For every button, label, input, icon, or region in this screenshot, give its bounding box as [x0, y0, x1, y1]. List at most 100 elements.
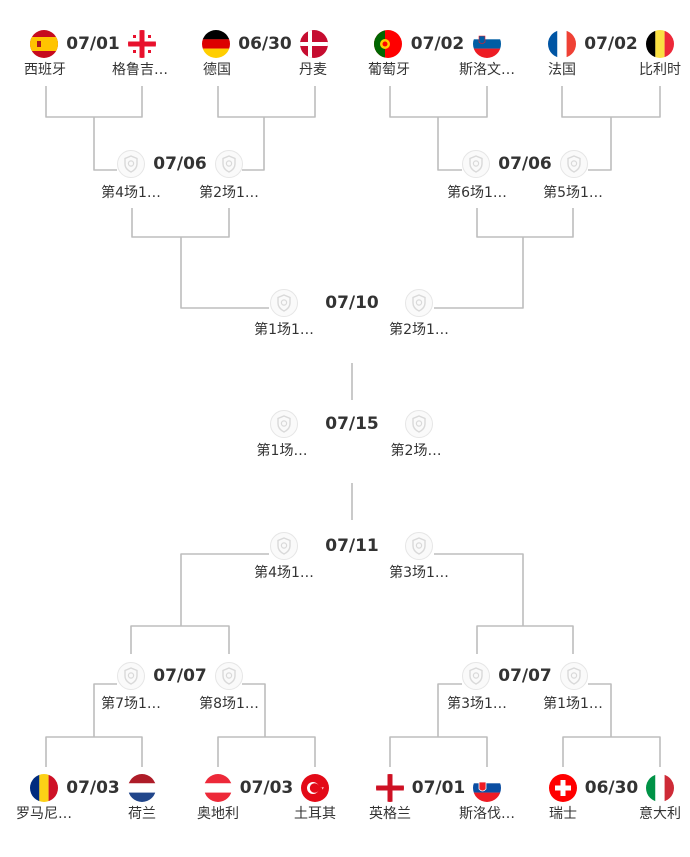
slovakia-flag-icon [473, 774, 501, 802]
team-name: 法国 [548, 62, 576, 78]
team-name: 荷兰 [128, 806, 156, 822]
team-name: 第2场1… [389, 322, 449, 338]
portugal-flag-icon [374, 30, 402, 58]
team-name: 第2场… [390, 443, 442, 459]
germany-flag-icon [202, 30, 230, 58]
match-date: 07/03 [239, 778, 294, 798]
match-date: 07/02 [410, 34, 465, 54]
match-date: 07/07 [153, 666, 207, 686]
team-name: 斯洛文… [459, 62, 515, 78]
shield-crest-icon [215, 150, 243, 178]
bracket-connector-line [588, 683, 612, 737]
bracket-connector-line [476, 625, 574, 654]
match-date: 07/02 [584, 34, 638, 54]
team-name: 第7场1… [101, 696, 161, 712]
team-name: 丹麦 [299, 62, 327, 78]
match-date: 07/06 [498, 154, 552, 174]
england-flag-icon [376, 774, 404, 802]
team-name: 第6场1… [447, 185, 507, 201]
team-name: 第1场… [256, 443, 308, 459]
shield-crest-icon [462, 150, 490, 178]
shield-crest-icon [405, 289, 433, 317]
france-flag-icon [548, 30, 576, 58]
bracket-connector-line [131, 208, 230, 238]
slovenia-flag-icon [473, 30, 501, 58]
match-date: 06/30 [584, 778, 639, 798]
shield-crest-icon [462, 662, 490, 690]
bracket-connector-line [93, 117, 117, 171]
team-name: 第5场1… [543, 185, 603, 201]
spain-flag-icon [30, 30, 58, 58]
match-date: 07/01 [411, 778, 466, 798]
match-date: 07/07 [498, 666, 552, 686]
bracket-connector-line [130, 625, 230, 654]
austria-flag-icon [204, 774, 232, 802]
bracket-connector-line [180, 237, 269, 309]
team-name: 英格兰 [369, 806, 411, 822]
match-date: 06/30 [238, 34, 292, 54]
bracket-connector-line [562, 736, 661, 767]
match-date: 07/03 [66, 778, 120, 798]
match-date: 07/15 [325, 414, 379, 434]
team-name: 第4场1… [101, 185, 161, 201]
team-name: 葡萄牙 [368, 62, 410, 78]
team-name: 第1场1… [254, 322, 314, 338]
bracket-connector-line [93, 683, 117, 737]
match-date: 07/11 [325, 536, 379, 556]
bracket-connector-line [217, 736, 316, 767]
georgia-flag-icon [128, 30, 156, 58]
bracket-connector-line [45, 86, 143, 118]
team-name: 第1场1… [543, 696, 603, 712]
bracket-connector-line [437, 117, 462, 171]
turkey-flag-icon [301, 774, 329, 802]
belgium-flag-icon [646, 30, 674, 58]
team-name: 西班牙 [24, 62, 66, 78]
italy-flag-icon [646, 774, 674, 802]
team-name: 意大利 [639, 806, 681, 822]
bracket-connector-line [242, 117, 265, 171]
match-date: 07/06 [153, 154, 207, 174]
shield-crest-icon [405, 532, 433, 560]
bracket-connector-line [389, 86, 488, 118]
shield-crest-icon [270, 289, 298, 317]
team-name: 瑞士 [549, 806, 577, 822]
team-name: 斯洛伐… [459, 806, 515, 822]
bracket-connector-line [45, 736, 143, 767]
bracket-connector-line [389, 736, 488, 767]
match-date: 07/01 [66, 34, 120, 54]
match-date: 07/10 [325, 293, 379, 313]
bracket-connector-line [588, 117, 612, 171]
romania-flag-icon [30, 774, 58, 802]
bracket-connector-line [217, 86, 316, 118]
bracket-connector-line [242, 683, 266, 737]
team-name: 格鲁吉… [112, 62, 168, 78]
bracket-connector-line [476, 208, 574, 238]
bracket-connector-line [561, 86, 661, 118]
denmark-flag-icon [300, 30, 328, 58]
team-name: 比利时 [639, 62, 681, 78]
shield-crest-icon [215, 662, 243, 690]
shield-crest-icon [270, 410, 298, 438]
bracket-connector-line [434, 553, 524, 626]
team-name: 奥地利 [197, 806, 239, 822]
shield-crest-icon [270, 532, 298, 560]
shield-crest-icon [117, 662, 145, 690]
team-name: 第2场1… [199, 185, 259, 201]
bracket-connector-line [437, 683, 462, 737]
team-name: 第8场1… [199, 696, 259, 712]
netherlands-flag-icon [128, 774, 156, 802]
team-name: 第4场1… [254, 565, 314, 581]
bracket-connector-line [434, 237, 524, 309]
switzerland-flag-icon [549, 774, 577, 802]
team-name: 德国 [203, 62, 231, 78]
team-name: 土耳其 [294, 806, 336, 822]
team-name: 罗马尼… [16, 806, 72, 822]
shield-crest-icon [117, 150, 145, 178]
team-name: 第3场1… [389, 565, 449, 581]
shield-crest-icon [560, 150, 588, 178]
shield-crest-icon [405, 410, 433, 438]
shield-crest-icon [560, 662, 588, 690]
team-name: 第3场1… [447, 696, 507, 712]
bracket-connector-line [180, 553, 269, 626]
